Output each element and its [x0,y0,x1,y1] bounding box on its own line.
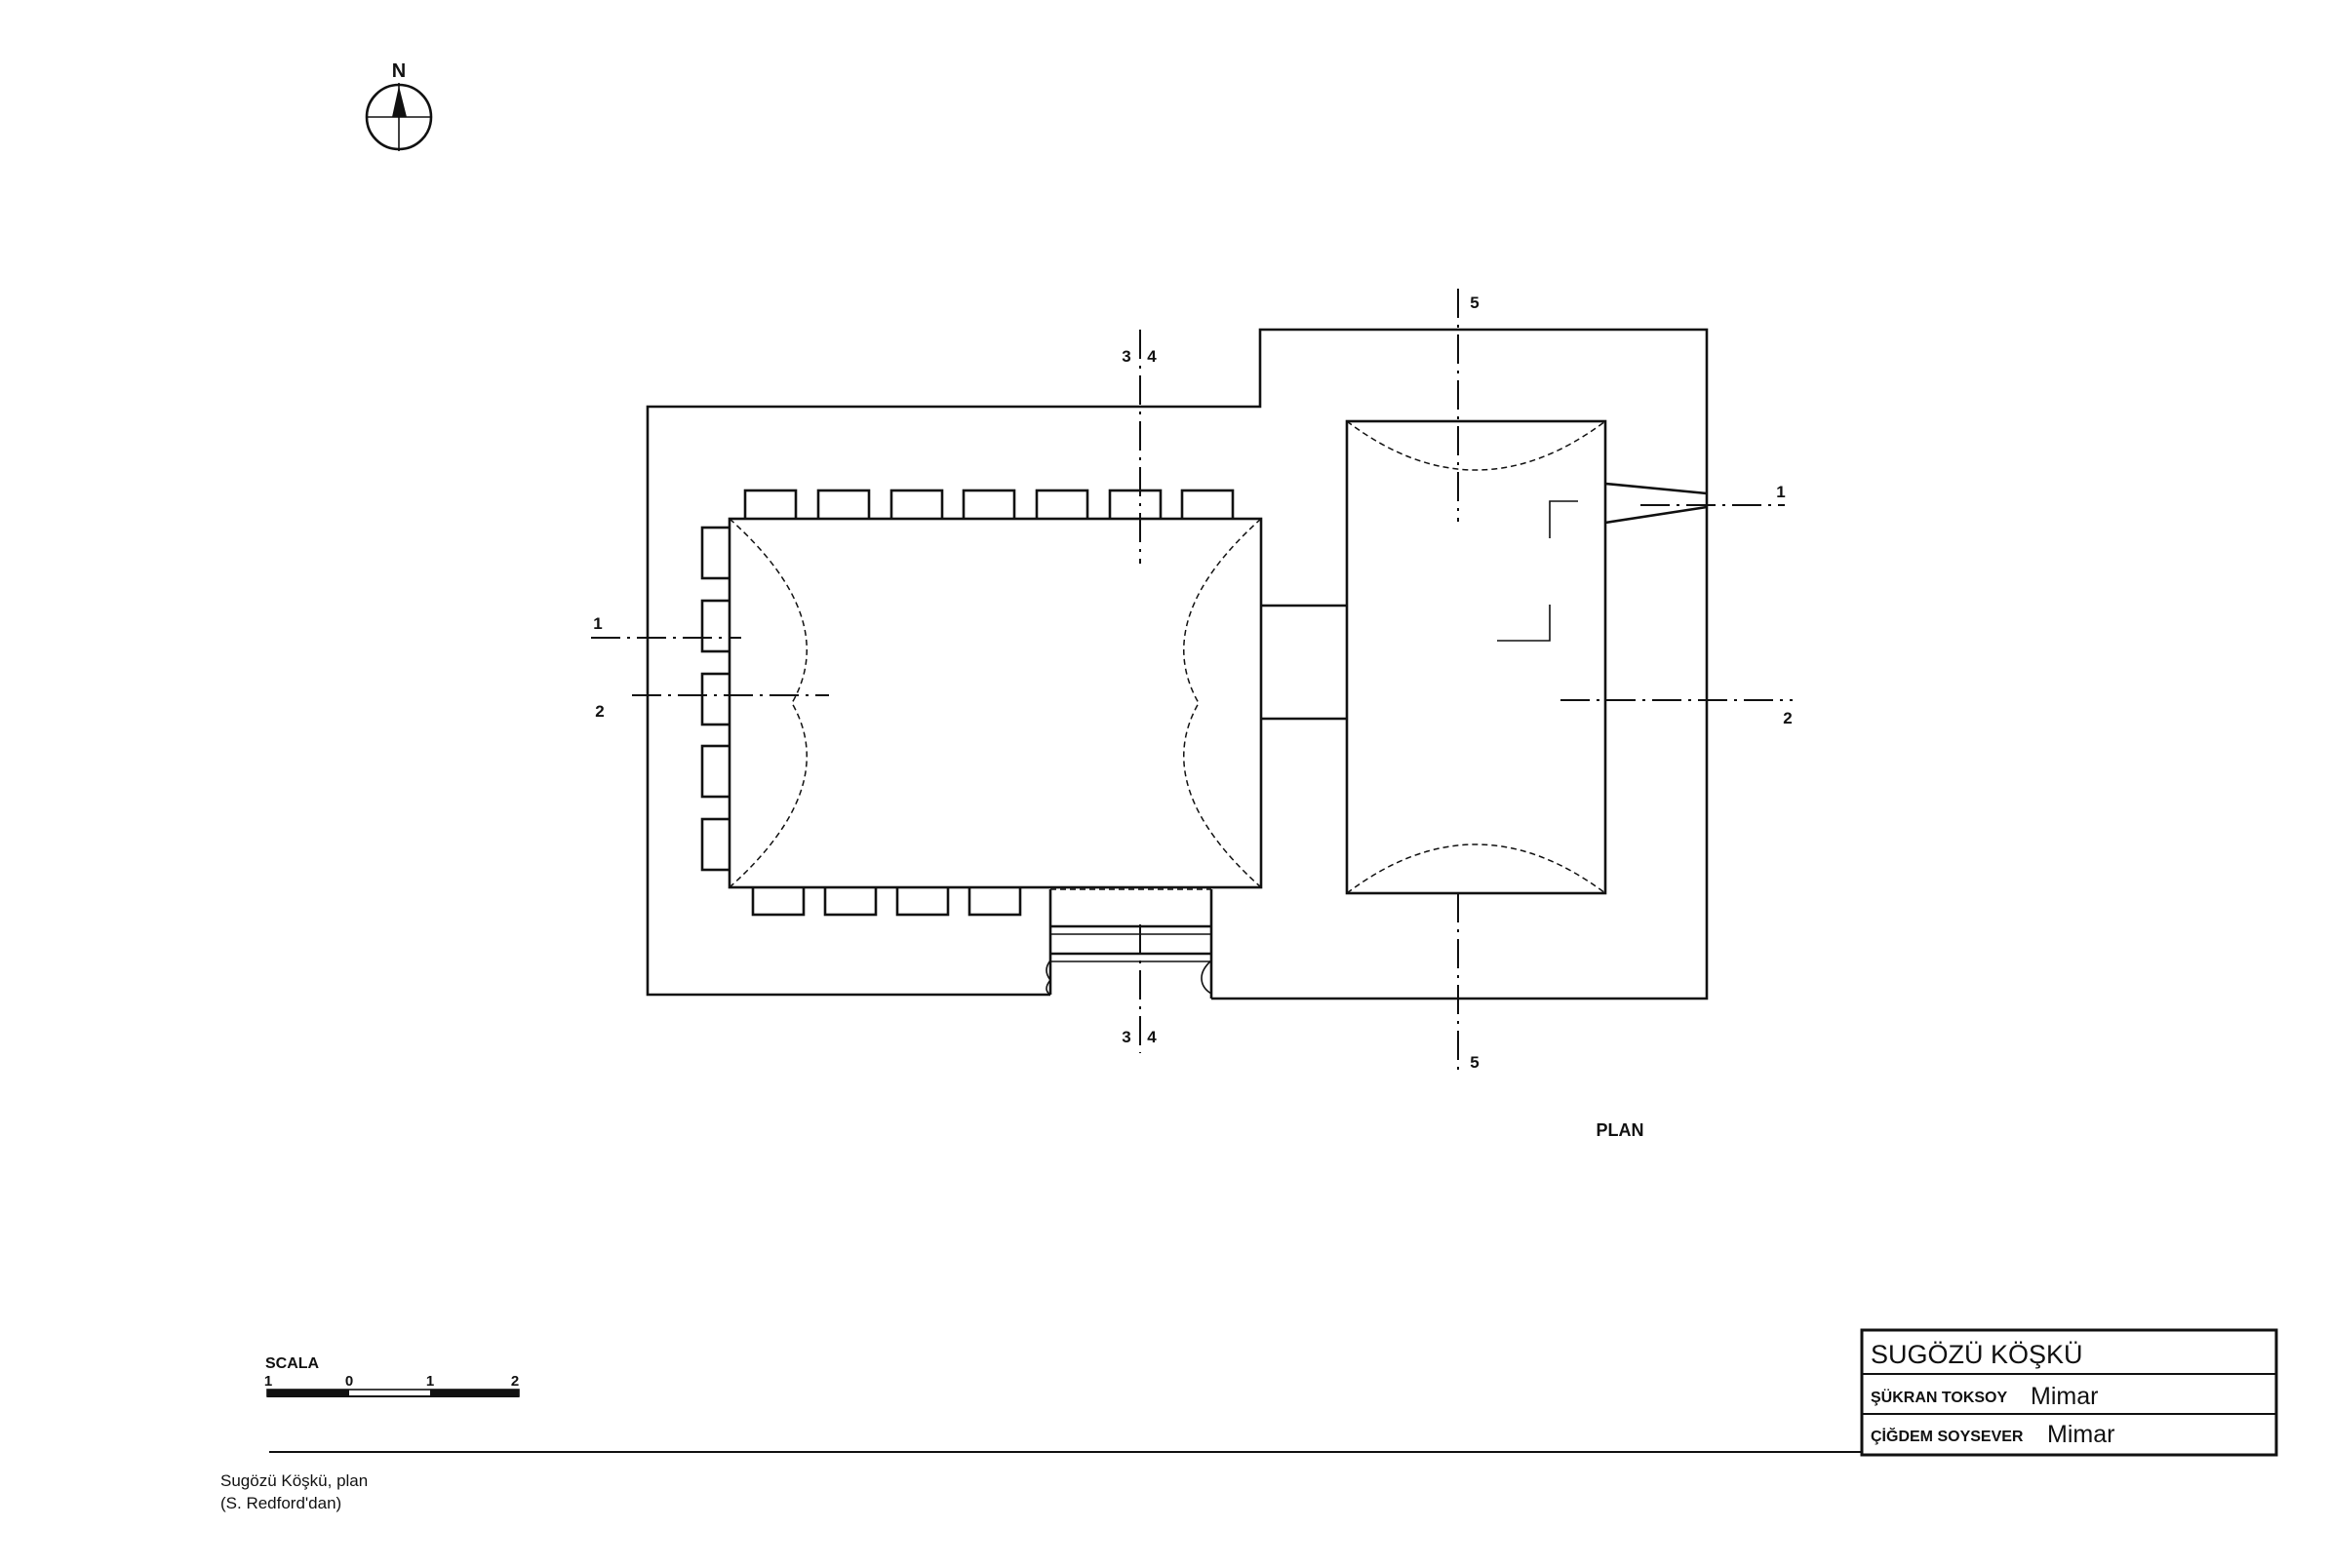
section-2-right-label: 2 [1783,709,1792,727]
scale-title: SCALA [265,1355,320,1372]
title-block-role-1: Mimar [2031,1383,2098,1410]
scale-tick-1: 1 [264,1373,272,1390]
floor-plan [646,328,1709,1000]
section-1-left-label: 1 [593,614,602,633]
title-block [1860,1328,2278,1457]
section-3-bottom-label: 3 [1122,1028,1130,1046]
north-label: N [392,60,406,82]
section-2-left-label: 2 [595,702,604,721]
scale-bar [266,1389,520,1397]
scale-tick-0: 0 [345,1373,353,1390]
section-lines [591,289,1793,1077]
title-block-name-2: ÇİĞDEM SOYSEVER [1871,1427,2024,1445]
section-5-bottom-label: 5 [1470,1053,1479,1072]
drawing-label: PLAN [1597,1120,1644,1140]
section-3-top-label: 3 [1122,347,1130,366]
section-4-bottom-label: 4 [1147,1028,1157,1046]
section-4-top-label: 4 [1147,347,1157,366]
title-block-title: SUGÖZÜ KÖŞKÜ [1871,1340,2083,1369]
title-block-role-2: Mimar [2047,1421,2114,1448]
outer-wall [646,328,1709,1000]
caption-line-1: Sugözü Köşkü, plan [220,1471,368,1490]
north-arrow-icon [365,83,433,151]
domed-room [1345,419,1708,895]
scale-tick-2: 2 [511,1373,519,1390]
caption-line-2: (S. Redford'dan) [220,1494,341,1512]
section-5-top-label: 5 [1470,294,1479,312]
title-block-name-1: ŞÜKRAN TOKSOY [1871,1388,2007,1406]
section-1-right-label: 1 [1776,483,1785,501]
main-hall [700,489,1263,917]
scale-tick-1b: 1 [426,1373,434,1390]
